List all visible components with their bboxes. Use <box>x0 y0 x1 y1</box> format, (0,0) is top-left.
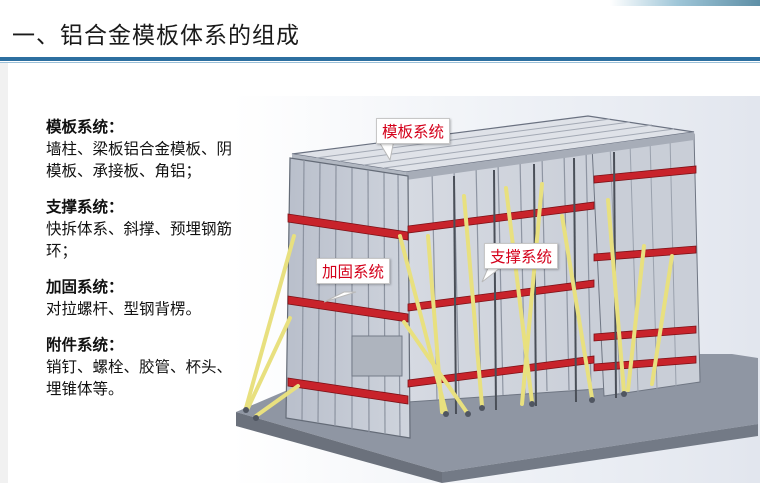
title-underline-thin <box>0 62 760 63</box>
callout-formwork-system: 模板系统 <box>376 118 451 144</box>
components-description: 模板系统： 墙柱、梁板铝合金模板、阴角模板、承接板、角铝； 支撑系统： 快拆体系… <box>46 116 261 414</box>
left-margin-band <box>0 63 8 483</box>
section-body: 销钉、螺栓、胶管、杯头、预埋锥体等。 <box>46 358 248 398</box>
section-heading: 附件系统： <box>46 335 124 354</box>
section-reinforce: 加固系统： 对拉螺杆、型钢背楞。 <box>46 276 261 320</box>
diagonal-braces <box>244 182 674 418</box>
title-underline <box>0 57 760 61</box>
header-decoration <box>610 0 760 6</box>
section-body: 墙柱、梁板铝合金模板、阴角模板、承接板、角铝； <box>46 140 248 180</box>
section-formwork: 模板系统： 墙柱、梁板铝合金模板、阴角模板、承接板、角铝； <box>46 116 261 182</box>
callout-support-system: 支撑系统 <box>484 243 559 269</box>
callout-reinforcement-system: 加固系统 <box>316 258 391 284</box>
slab-formwork <box>291 115 695 180</box>
vertical-props <box>453 151 617 415</box>
top-strip <box>0 0 760 6</box>
formwork-model-illustration <box>232 96 760 483</box>
section-body: 快拆体系、斜撑、预埋钢筋环； <box>46 220 233 260</box>
section-heading: 模板系统： <box>46 117 124 136</box>
slide-title: 一、铝合金模板体系的组成 <box>12 23 300 49</box>
section-support: 支撑系统： 快拆体系、斜撑、预埋钢筋环； <box>46 196 261 262</box>
section-heading: 加固系统： <box>46 277 124 296</box>
section-heading: 支撑系统： <box>46 197 124 216</box>
section-accessories: 附件系统： 销钉、螺栓、胶管、杯头、预埋锥体等。 <box>46 334 261 400</box>
brace-anchors <box>243 391 627 421</box>
section-body: 对拉螺杆、型钢背楞。 <box>46 300 202 318</box>
